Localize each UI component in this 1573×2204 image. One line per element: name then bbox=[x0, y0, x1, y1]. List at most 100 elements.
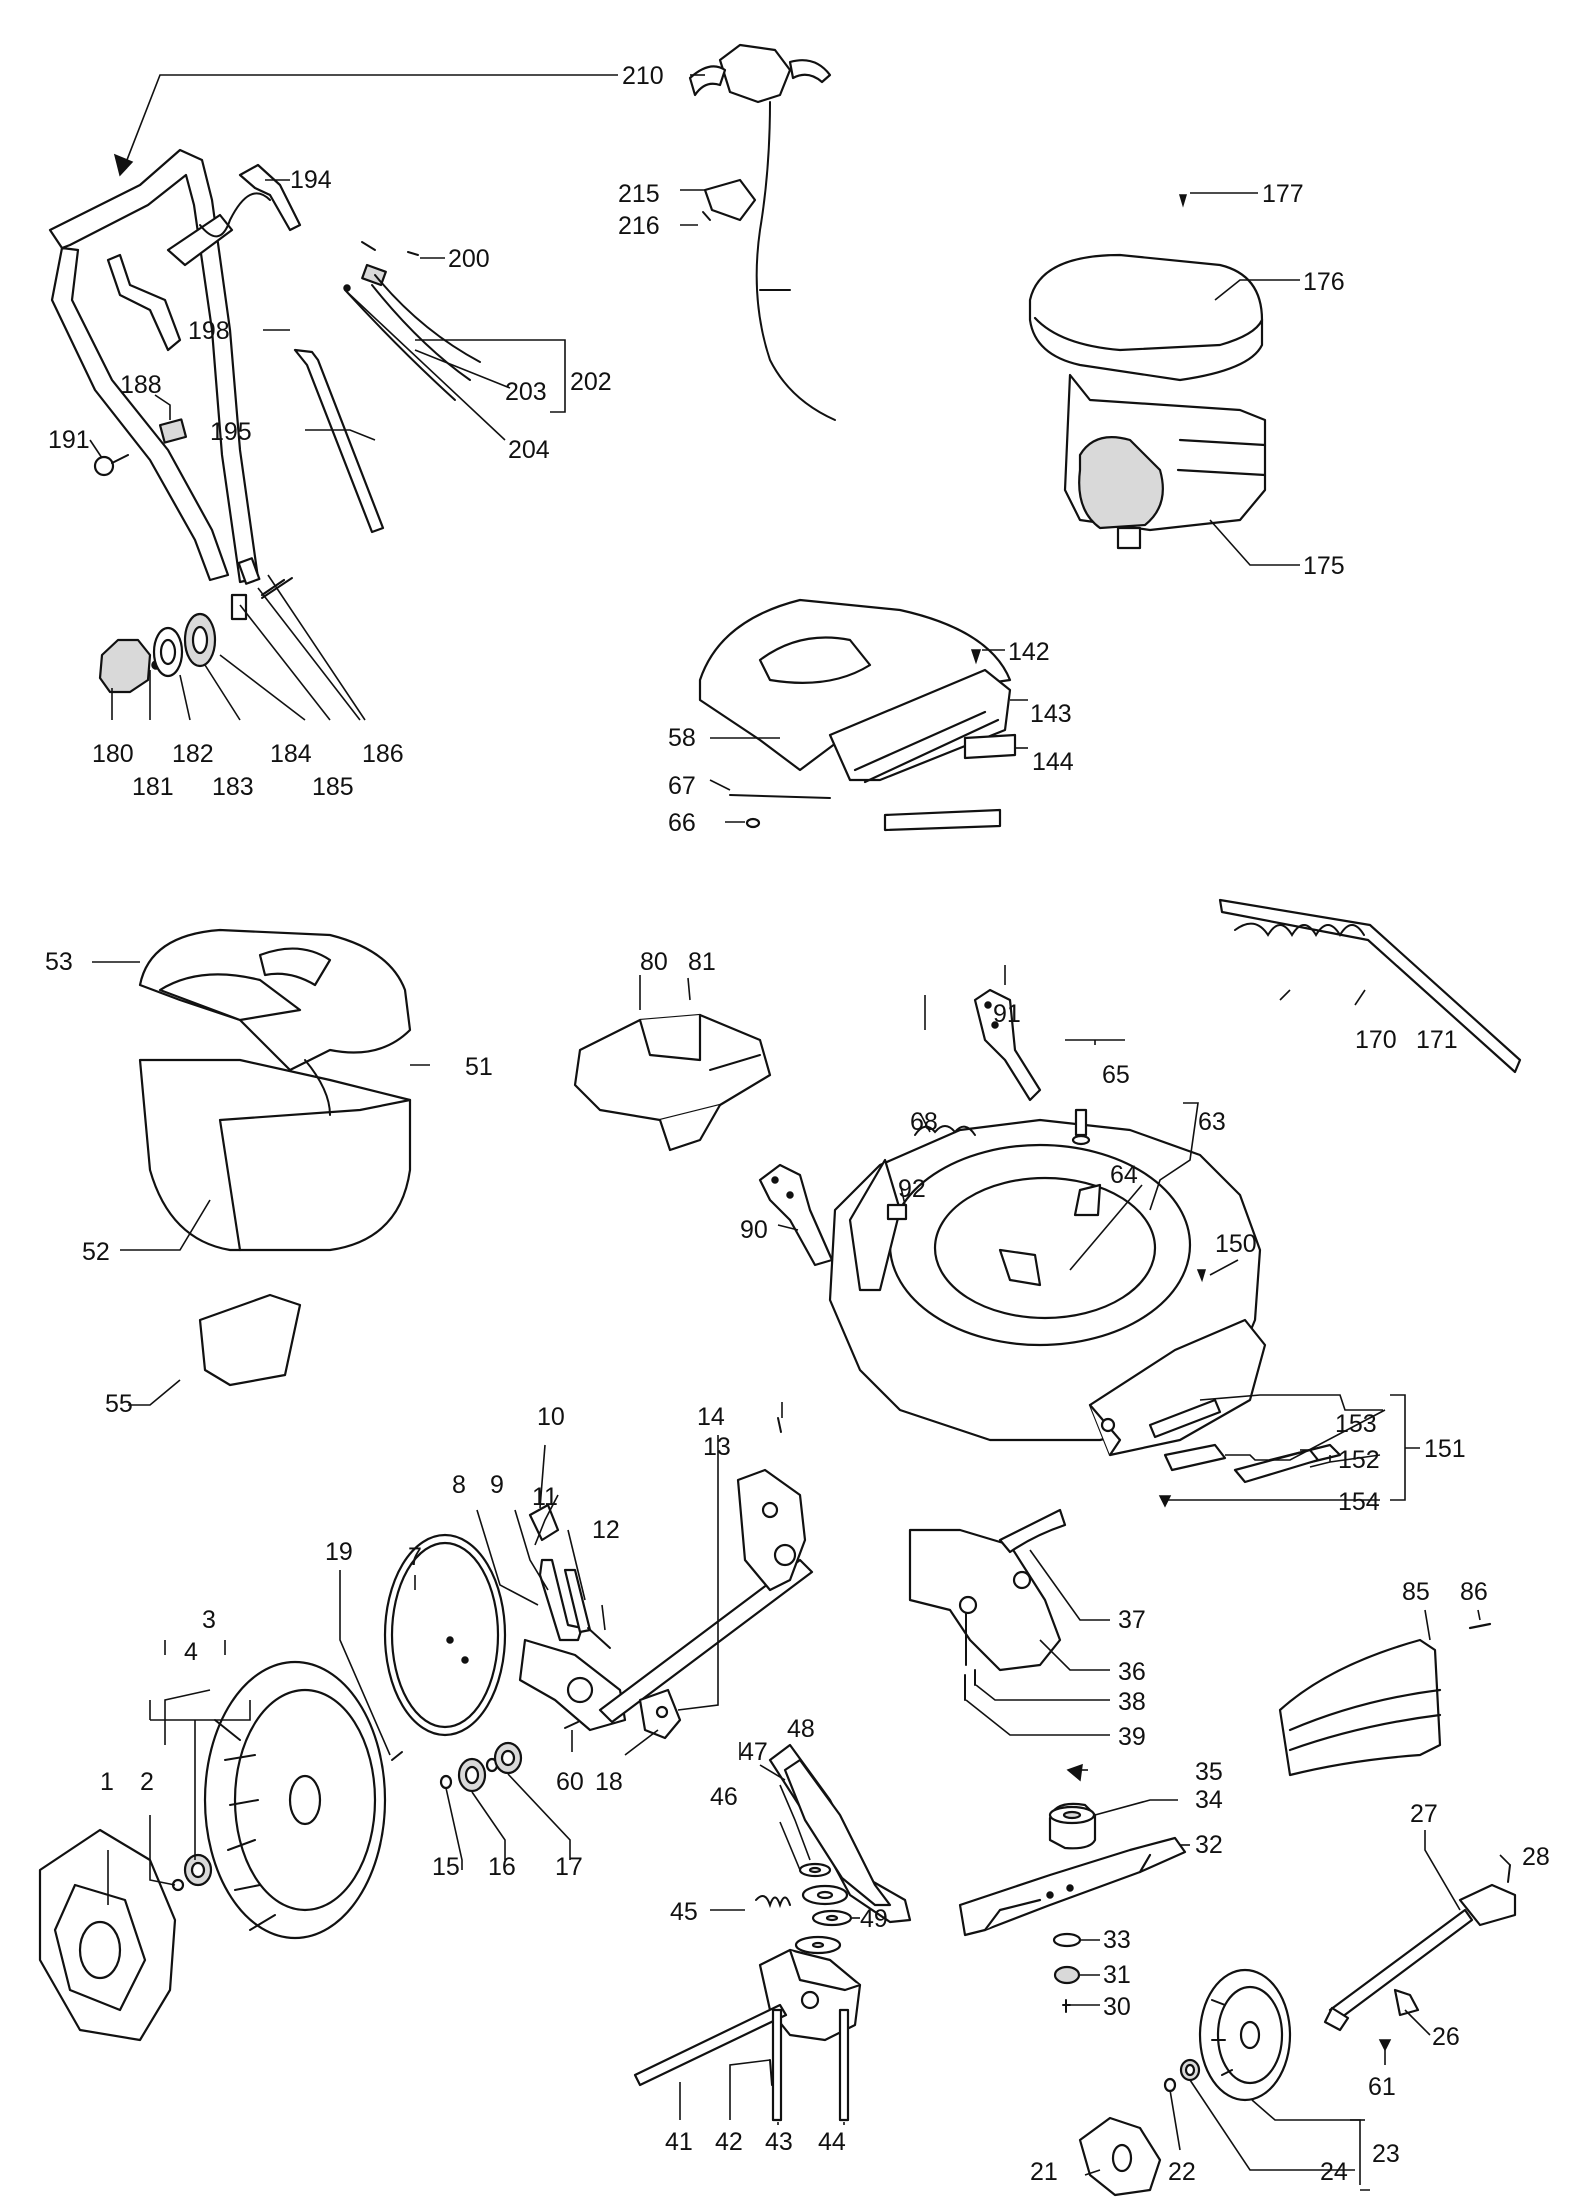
label-171: 171 bbox=[1416, 1026, 1458, 1054]
label-195: 195 bbox=[210, 418, 252, 446]
label-27: 27 bbox=[1410, 1800, 1438, 1828]
label-65: 65 bbox=[1102, 1061, 1130, 1089]
label-143: 143 bbox=[1030, 700, 1072, 728]
front-wheel bbox=[1078, 1968, 1292, 2197]
discharge-chute bbox=[573, 1013, 772, 1152]
label-16: 16 bbox=[488, 1853, 516, 1881]
label-86: 86 bbox=[1460, 1578, 1488, 1606]
label-34: 34 bbox=[1195, 1786, 1223, 1814]
rear-wheel-left bbox=[38, 1660, 387, 2042]
label-64: 64 bbox=[1110, 1161, 1138, 1189]
blade-assembly bbox=[958, 1763, 1187, 2013]
label-204: 204 bbox=[508, 436, 550, 464]
label-85: 85 bbox=[1402, 1578, 1430, 1606]
front-bumper bbox=[1278, 1622, 1492, 1777]
label-144: 144 bbox=[1032, 748, 1074, 776]
mulch-kit bbox=[1158, 1443, 1342, 1508]
handle-knob-set bbox=[98, 593, 248, 694]
label-49: 49 bbox=[860, 1905, 888, 1933]
label-8: 8 bbox=[452, 1471, 466, 1499]
part-number-labels: 210 194 215 216 177 200 176 198 203 202 … bbox=[45, 62, 1550, 2186]
label-170: 170 bbox=[1355, 1026, 1397, 1054]
label-30: 30 bbox=[1103, 1993, 1131, 2021]
label-184: 184 bbox=[270, 740, 312, 768]
label-90: 90 bbox=[740, 1216, 768, 1244]
leader-lines bbox=[89, 74, 1511, 2191]
label-26: 26 bbox=[1432, 2023, 1460, 2051]
label-92: 92 bbox=[898, 1175, 926, 1203]
label-2: 2 bbox=[140, 1768, 154, 1796]
label-17: 17 bbox=[555, 1853, 583, 1881]
label-45: 45 bbox=[670, 1898, 698, 1926]
front-axle bbox=[1323, 1864, 1517, 2052]
label-66: 66 bbox=[668, 809, 696, 837]
label-38: 38 bbox=[1118, 1688, 1146, 1716]
label-177: 177 bbox=[1262, 180, 1304, 208]
label-4: 4 bbox=[184, 1638, 198, 1666]
label-18: 18 bbox=[595, 1768, 623, 1796]
label-210: 210 bbox=[622, 62, 664, 90]
label-180: 180 bbox=[92, 740, 134, 768]
gearbox bbox=[633, 1743, 912, 2122]
throttle-cable bbox=[343, 241, 481, 401]
label-91: 91 bbox=[993, 1000, 1021, 1028]
label-46: 46 bbox=[710, 1783, 738, 1811]
height-adjusters bbox=[758, 988, 1091, 1267]
label-33: 33 bbox=[1103, 1926, 1131, 1954]
label-181: 181 bbox=[132, 773, 174, 801]
label-39: 39 bbox=[1118, 1723, 1146, 1751]
label-176: 176 bbox=[1303, 268, 1345, 296]
label-24: 24 bbox=[1320, 2158, 1348, 2186]
label-154: 154 bbox=[1338, 1488, 1380, 1516]
label-14: 14 bbox=[697, 1403, 725, 1431]
label-41: 41 bbox=[665, 2128, 693, 2156]
label-52: 52 bbox=[82, 1238, 110, 1266]
label-80: 80 bbox=[640, 948, 668, 976]
label-81: 81 bbox=[688, 948, 716, 976]
label-15: 15 bbox=[432, 1853, 460, 1881]
label-32: 32 bbox=[1195, 1831, 1223, 1859]
label-153: 153 bbox=[1335, 1410, 1377, 1438]
label-202: 202 bbox=[570, 368, 612, 396]
label-48: 48 bbox=[787, 1715, 815, 1743]
label-51: 51 bbox=[465, 1053, 493, 1081]
label-12: 12 bbox=[592, 1516, 620, 1544]
label-183: 183 bbox=[212, 773, 254, 801]
label-185: 185 bbox=[312, 773, 354, 801]
label-203: 203 bbox=[505, 378, 547, 406]
label-60: 60 bbox=[556, 1768, 584, 1796]
label-61: 61 bbox=[1368, 2073, 1396, 2101]
engine bbox=[1028, 194, 1267, 550]
rear-flap bbox=[698, 598, 1017, 832]
label-186: 186 bbox=[362, 740, 404, 768]
label-175: 175 bbox=[1303, 552, 1345, 580]
label-198: 198 bbox=[188, 317, 230, 345]
label-28: 28 bbox=[1522, 1843, 1550, 1871]
handle-bolt-and-nut bbox=[93, 418, 188, 477]
label-58: 58 bbox=[668, 724, 696, 752]
label-55: 55 bbox=[105, 1390, 133, 1418]
label-67: 67 bbox=[668, 772, 696, 800]
drive-gears bbox=[391, 1688, 682, 1793]
rear-axle bbox=[598, 1417, 814, 1724]
label-1: 1 bbox=[100, 1768, 114, 1796]
label-43: 43 bbox=[765, 2128, 793, 2156]
label-7: 7 bbox=[408, 1543, 422, 1571]
label-31: 31 bbox=[1103, 1961, 1131, 1989]
label-152: 152 bbox=[1338, 1446, 1380, 1474]
label-21: 21 bbox=[1030, 2158, 1058, 2186]
label-188: 188 bbox=[120, 371, 162, 399]
grass-bag bbox=[138, 928, 412, 1387]
label-53: 53 bbox=[45, 948, 73, 976]
label-13: 13 bbox=[703, 1433, 731, 1461]
label-68: 68 bbox=[910, 1108, 938, 1136]
blade-control-lever bbox=[688, 43, 836, 421]
label-47: 47 bbox=[740, 1738, 768, 1766]
label-10: 10 bbox=[537, 1403, 565, 1431]
label-37: 37 bbox=[1118, 1606, 1146, 1634]
label-200: 200 bbox=[448, 245, 490, 273]
drive-lever bbox=[518, 1503, 627, 1732]
mower-deck bbox=[828, 1118, 1267, 1457]
label-182: 182 bbox=[172, 740, 214, 768]
label-23: 23 bbox=[1372, 2140, 1400, 2168]
